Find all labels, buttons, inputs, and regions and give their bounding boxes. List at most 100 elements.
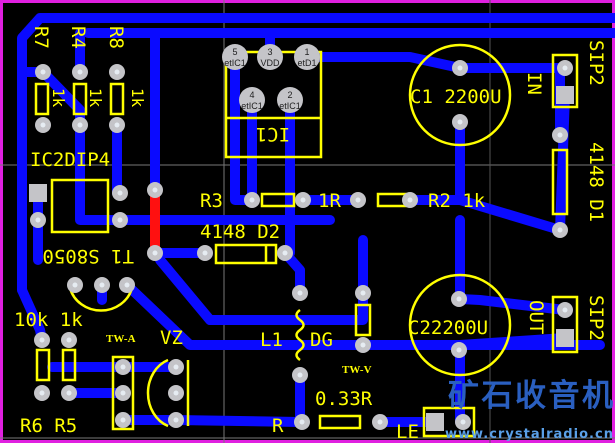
label-1r: 1R xyxy=(318,190,341,212)
silkscreen-labels: R7 R4 R8 1k 1k 1k IC2DIP4 T1 S8050 IC1 R… xyxy=(14,26,607,443)
pad-hole xyxy=(202,250,208,256)
ic1-pin-number: 4 xyxy=(249,90,254,100)
pad-hole xyxy=(249,197,255,203)
label-dg: DG xyxy=(310,329,333,351)
pads xyxy=(29,60,574,431)
copper-traces xyxy=(17,13,615,427)
label-d2: 4148 D2 xyxy=(200,221,280,243)
pad-hole xyxy=(360,290,366,296)
pad-hole xyxy=(77,69,83,75)
pad-hole xyxy=(299,419,305,425)
label-c2: C22200U xyxy=(408,317,488,339)
pad-hole xyxy=(99,282,105,288)
pad-hole xyxy=(456,347,462,353)
pad-hole xyxy=(120,364,126,370)
label-tw-a: TW-A xyxy=(106,333,136,345)
label-in: IN xyxy=(523,72,545,95)
ic1-pin-net: etD1 xyxy=(297,58,316,68)
pad-hole xyxy=(40,69,46,75)
l1-coil xyxy=(295,308,305,362)
pad-hole xyxy=(72,282,78,288)
pad-hole xyxy=(40,122,46,128)
ic1-pin-number: 5 xyxy=(232,47,237,57)
pad-hole xyxy=(120,417,126,423)
label-c1: C1 2200U xyxy=(410,86,502,108)
ic1-pin-pad xyxy=(239,87,265,113)
r2-body xyxy=(376,192,408,208)
pad-hole xyxy=(152,250,158,256)
pad-hole xyxy=(377,419,383,425)
trace-mid xyxy=(155,255,368,325)
pad-hole xyxy=(152,187,158,193)
r5-body xyxy=(61,348,77,382)
dg-body xyxy=(354,303,372,337)
pad-hole xyxy=(297,372,303,378)
label-ic1: IC1 xyxy=(256,123,290,145)
r7-body xyxy=(34,82,50,116)
label-r6r5: R6 R5 xyxy=(20,415,77,437)
pad-hole xyxy=(77,122,83,128)
ic1-pin-net: etIC1 xyxy=(224,58,246,68)
label-r3: R3 xyxy=(200,190,223,212)
pad-hole xyxy=(562,307,568,313)
ic1-pin-pad xyxy=(294,44,320,70)
label-r: R xyxy=(272,415,284,437)
label-ic2: IC2DIP4 xyxy=(30,149,110,171)
ic1-pin-pad xyxy=(277,87,303,113)
pad-hole xyxy=(114,69,120,75)
pad-hole xyxy=(300,197,306,203)
r6-body xyxy=(35,348,51,382)
ic1-pin-net: etIC1 xyxy=(279,101,301,111)
pad-hole xyxy=(557,227,563,233)
label-r6r5-values: 10k 1k xyxy=(14,309,83,331)
pad-hole xyxy=(117,217,123,223)
label-tw-v: TW-V xyxy=(342,364,372,376)
square-pad xyxy=(29,184,47,202)
label-r4: R4 xyxy=(67,26,89,49)
pad-hole xyxy=(360,342,366,348)
label-r4-value: 1k xyxy=(86,88,105,108)
r8-body xyxy=(109,82,125,116)
pad-hole xyxy=(282,250,288,256)
pad-hole xyxy=(355,197,361,203)
watermark: 矿石收音机 www.crystalradio.cn xyxy=(445,378,613,442)
square-pad xyxy=(556,329,574,347)
trace-top-outer xyxy=(17,13,615,295)
c1-outline xyxy=(408,43,512,147)
d2-body xyxy=(214,243,278,265)
label-sip2-bottom: SIP2 xyxy=(585,295,607,341)
pad-hole xyxy=(117,190,123,196)
c2-outline xyxy=(408,273,512,377)
ic1-pin-pad xyxy=(222,44,248,70)
square-pad xyxy=(556,86,574,104)
trace-pin1 xyxy=(302,52,465,73)
square-pad xyxy=(426,413,444,431)
pad-hole xyxy=(124,282,130,288)
sip2-top-outline xyxy=(551,53,579,109)
t1-outline xyxy=(68,287,134,312)
r4-body xyxy=(72,82,88,116)
pad-hole xyxy=(297,290,303,296)
label-led-partial: LE xyxy=(396,421,419,443)
trace-out-plus xyxy=(455,215,570,315)
watermark-title: 矿石收音机 xyxy=(448,378,613,414)
label-sip2-top: SIP2 xyxy=(585,40,607,86)
label-r7: R7 xyxy=(30,26,52,49)
pad-hole xyxy=(460,419,466,425)
pad-hole xyxy=(120,390,126,396)
ic1-pin-number: 1 xyxy=(304,47,309,57)
pad-hole xyxy=(407,197,413,203)
ic2-body xyxy=(50,178,110,234)
pad-hole xyxy=(457,65,463,71)
pad-hole xyxy=(39,390,45,396)
led-outline xyxy=(422,406,476,438)
pad-hole xyxy=(66,337,72,343)
r-body xyxy=(318,414,362,430)
label-t1: T1 S8050 xyxy=(42,245,134,267)
label-l1: L1 xyxy=(260,329,283,351)
label-r-value: 0.33R xyxy=(315,388,373,410)
pad-hole xyxy=(114,122,120,128)
pad-hole xyxy=(173,417,179,423)
